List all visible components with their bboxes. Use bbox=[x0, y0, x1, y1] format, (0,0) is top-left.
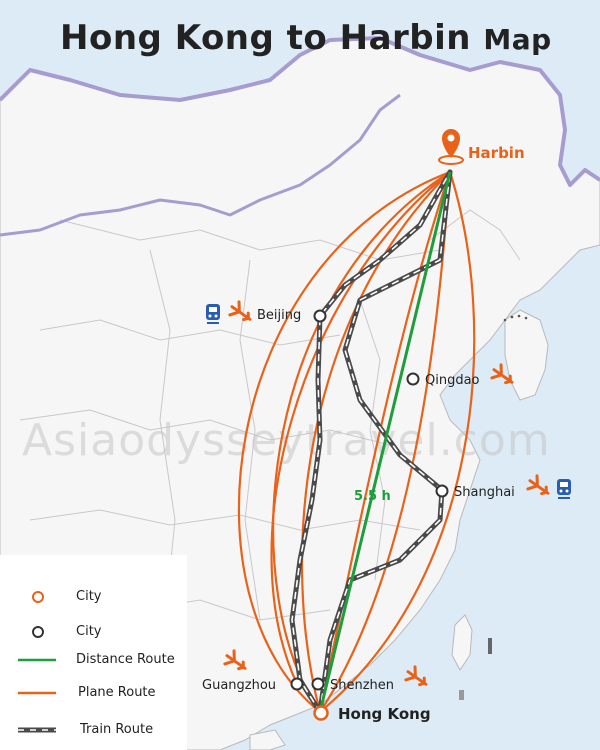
inner-mongolia-border bbox=[0, 93, 401, 237]
city-labels: Harbin Beijing Qingdao Shanghai Guangzho… bbox=[202, 144, 525, 723]
train-route-symbol bbox=[18, 727, 56, 733]
plane-route-6 bbox=[319, 171, 476, 713]
distance-route bbox=[318, 171, 452, 713]
plane-icon bbox=[223, 649, 247, 671]
plane-route-3 bbox=[300, 171, 451, 713]
korea-land bbox=[504, 309, 549, 401]
qingdao-marker[interactable] bbox=[406, 372, 420, 386]
plane-icon bbox=[404, 665, 428, 687]
legend-item-plane-route: Plane Route bbox=[0, 683, 187, 703]
legend-item-train-route: Train Route bbox=[0, 720, 187, 740]
national-border bbox=[0, 36, 600, 187]
guangzhou-label: Guangzhou bbox=[202, 678, 276, 693]
city-minor-symbol bbox=[32, 626, 44, 638]
plane-route-2 bbox=[272, 171, 451, 713]
train-icon bbox=[206, 304, 220, 324]
hong-kong-label: Hong Kong bbox=[338, 705, 431, 723]
title-main: Hong Kong to Harbin bbox=[60, 18, 471, 58]
plane-route-7 bbox=[270, 171, 451, 685]
distance-route-symbol bbox=[18, 658, 56, 662]
shanghai-marker[interactable] bbox=[435, 484, 449, 498]
plane-icon bbox=[526, 474, 550, 496]
beijing-marker[interactable] bbox=[313, 309, 327, 323]
legend-item-city-major: City bbox=[0, 587, 187, 607]
transport-icons bbox=[206, 300, 571, 687]
page-title: Hong Kong to Harbin Map bbox=[60, 18, 552, 58]
legend: City City Distance Route Plane Route bbox=[0, 555, 187, 750]
plane-route-1 bbox=[237, 170, 451, 713]
legend-label: City bbox=[76, 624, 102, 639]
harbin-label: Harbin bbox=[468, 144, 525, 162]
train-icon bbox=[557, 479, 571, 499]
legend-label: Plane Route bbox=[78, 685, 156, 700]
legend-label: Train Route bbox=[80, 722, 154, 737]
beijing-label: Beijing bbox=[257, 308, 301, 323]
plane-icon bbox=[228, 300, 252, 322]
guangzhou-marker[interactable] bbox=[290, 677, 304, 691]
taiwan-land bbox=[451, 614, 473, 671]
location-pin-icon[interactable] bbox=[438, 129, 464, 165]
legend-item-city-minor: City bbox=[0, 622, 187, 642]
island-dots bbox=[459, 314, 528, 700]
shenzhen-label: Shenzhen bbox=[330, 678, 394, 693]
route-duration-label: 5.5 h bbox=[354, 489, 391, 504]
hong-kong-marker[interactable] bbox=[313, 705, 329, 721]
city-markers bbox=[290, 129, 464, 721]
qingdao-label: Qingdao bbox=[425, 373, 480, 388]
city-major-symbol bbox=[32, 591, 44, 603]
plane-icon bbox=[490, 363, 514, 385]
train-routes bbox=[289, 169, 453, 715]
legend-item-distance-route: Distance Route bbox=[0, 650, 187, 670]
shenzhen-marker[interactable] bbox=[311, 677, 325, 691]
legend-label: Distance Route bbox=[76, 652, 175, 667]
title-suffix: Map bbox=[483, 23, 552, 56]
plane-route-symbol bbox=[18, 691, 56, 695]
legend-label: City bbox=[76, 589, 102, 604]
hainan-land bbox=[249, 729, 286, 750]
shanghai-label: Shanghai bbox=[454, 485, 515, 500]
